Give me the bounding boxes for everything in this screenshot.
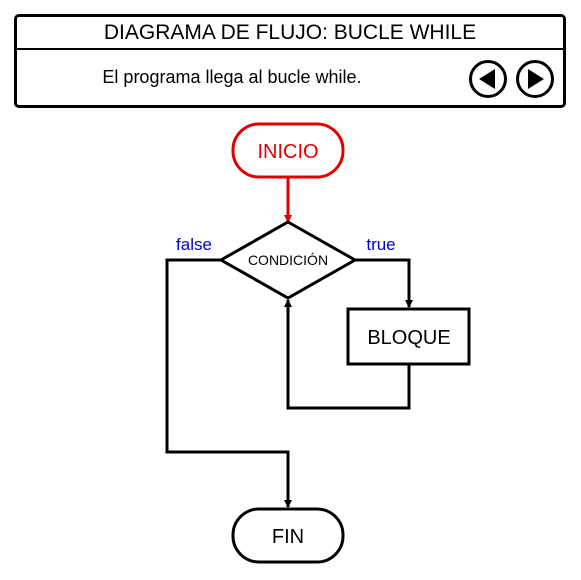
block-node-shape xyxy=(346,307,471,366)
false-branch-label: false xyxy=(176,235,212,254)
true-branch-label: true xyxy=(366,235,395,254)
panel-title: DIAGRAMA DE FLUJO: BUCLE WHILE xyxy=(17,17,563,50)
next-step-button[interactable] xyxy=(515,59,555,99)
start-node: INICIO xyxy=(231,122,345,179)
status-message: El programa llega al bucle while. xyxy=(102,67,362,87)
edge-true-to-block xyxy=(355,258,413,308)
info-panel: DIAGRAMA DE FLUJO: BUCLE WHILE El progra… xyxy=(14,14,566,108)
condition-node-shape xyxy=(217,220,359,300)
block-node: BLOQUE xyxy=(346,307,471,366)
edge-false-to-end xyxy=(165,258,292,508)
triangle-left-circle-icon xyxy=(469,60,507,98)
edge-loop-back xyxy=(284,299,411,410)
end-node-shape xyxy=(231,507,345,564)
start-node-label: INICIO xyxy=(257,141,318,163)
end-node-label: FIN xyxy=(272,526,304,548)
condition-node: CONDICIÓN xyxy=(217,220,359,300)
block-node-label: BLOQUE xyxy=(367,327,450,349)
previous-step-button[interactable] xyxy=(468,59,508,99)
triangle-right-circle-icon xyxy=(516,60,554,98)
condition-node-label: CONDICIÓN xyxy=(248,252,328,268)
end-node: FIN xyxy=(231,507,345,564)
